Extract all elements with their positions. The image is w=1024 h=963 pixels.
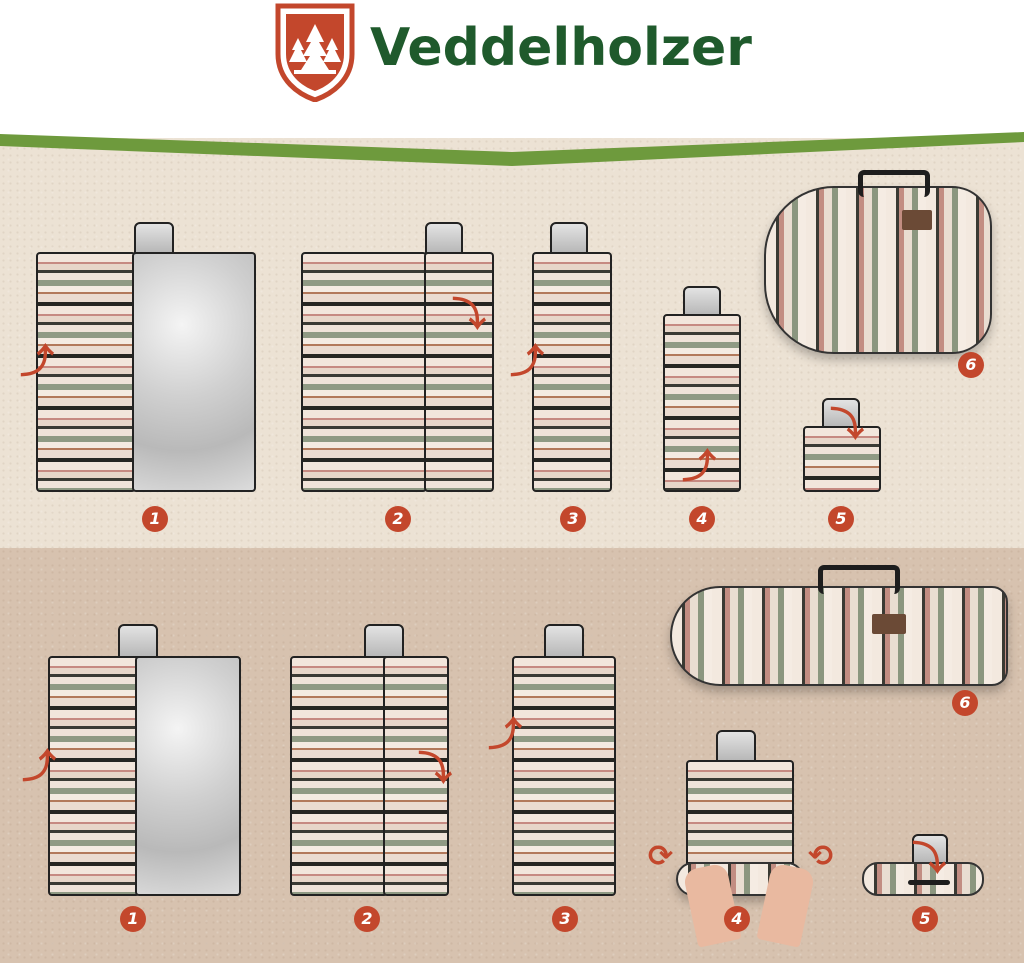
fold-down-arrow-icon: ⤵: [830, 405, 864, 445]
roll-up-arrow-icon: ⟳: [648, 839, 674, 874]
blanket-pattern: [36, 252, 136, 492]
step-number: 3: [552, 906, 578, 932]
blanket-pattern: [803, 426, 881, 492]
step-number: 1: [120, 906, 146, 932]
blanket-pattern: [424, 252, 494, 492]
carry-handle: [908, 880, 950, 885]
step-number: 1: [142, 506, 168, 532]
blanket-pattern: [663, 314, 741, 492]
step-number: 5: [828, 506, 854, 532]
blanket-pattern: [301, 252, 427, 492]
rolled-blanket-image: [670, 586, 1008, 686]
strap-tab: [550, 222, 588, 254]
strap-tab: [425, 222, 463, 254]
green-divider: [0, 132, 1024, 166]
blanket-pattern: [290, 656, 388, 896]
fold-arrow-icon: ⤴: [20, 342, 54, 382]
blanket-pattern: [383, 656, 449, 896]
strap-tab: [134, 222, 174, 254]
header: Veddelholzer: [0, 0, 1024, 160]
fold-up-arrow-icon: ⤴: [682, 447, 716, 487]
strap-tab: [118, 624, 158, 658]
strap-tab: [364, 624, 404, 658]
blanket-pattern: [512, 656, 616, 896]
brand-patch: [902, 210, 932, 230]
fold-arrow-icon: ⤵: [418, 749, 452, 789]
step-number: 6: [958, 352, 984, 378]
blanket-pattern: [532, 252, 612, 492]
forest-shield-icon: [275, 3, 355, 102]
step-number: 3: [560, 506, 586, 532]
roll-up-arrow-icon: ⟲: [808, 839, 834, 874]
fold-down-arrow-icon: ⤵: [912, 839, 946, 879]
strap-tab: [716, 730, 756, 762]
rolled-blanket-image: [764, 186, 992, 354]
strap-tab: [683, 286, 721, 316]
step-number: 4: [689, 506, 715, 532]
step-number: 2: [354, 906, 380, 932]
step-number: 2: [385, 506, 411, 532]
brand-patch: [872, 614, 906, 634]
rolled-blanket: [862, 862, 984, 896]
brand-name: Veddelholzer: [370, 18, 752, 78]
blanket-backing: [132, 252, 256, 492]
blanket-pattern: [48, 656, 140, 896]
fold-arrow-icon: ⤴: [22, 747, 56, 787]
strap-tab: [544, 624, 584, 658]
carry-handle: [818, 565, 900, 594]
step-number: 4: [724, 906, 750, 932]
fold-arrow-icon: ⤴: [510, 342, 544, 382]
fold-arrow-icon: ⤵: [452, 295, 486, 335]
blanket-backing: [135, 656, 241, 896]
step-number: 6: [952, 690, 978, 716]
fold-arrow-icon: ⤴: [488, 715, 522, 755]
step-number: 5: [912, 906, 938, 932]
carry-handle: [858, 170, 930, 197]
